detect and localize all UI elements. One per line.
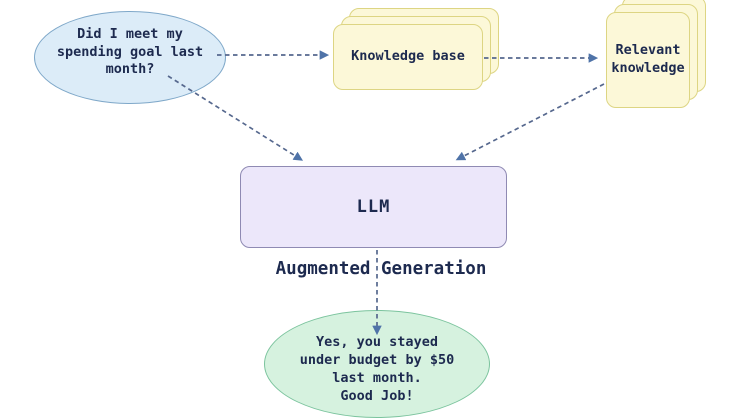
node-llm: LLM (240, 166, 507, 248)
node-user-question: Did I meet my spending goal last month? (34, 11, 226, 104)
augmented-generation-label: Augmented Generation (275, 259, 487, 279)
knowledge-base-text: Knowledge base (351, 48, 465, 65)
relevant-knowledge-card-front: Relevant knowledge (606, 12, 690, 108)
answer-text: Yes, you stayed under budget by $50 last… (299, 334, 455, 404)
arrow-relevant-knowledge-to-llm (455, 83, 605, 161)
node-knowledge-base: Knowledge base (333, 8, 500, 91)
llm-text: LLM (356, 196, 391, 217)
user-question-text: Did I meet my spending goal last month? (56, 25, 204, 78)
relevant-knowledge-text: Relevant knowledge (611, 42, 685, 76)
node-answer: Yes, you stayed under budget by $50 last… (264, 310, 490, 418)
node-relevant-knowledge: Relevant knowledge (606, 0, 707, 109)
knowledge-base-card-front: Knowledge base (333, 24, 483, 90)
